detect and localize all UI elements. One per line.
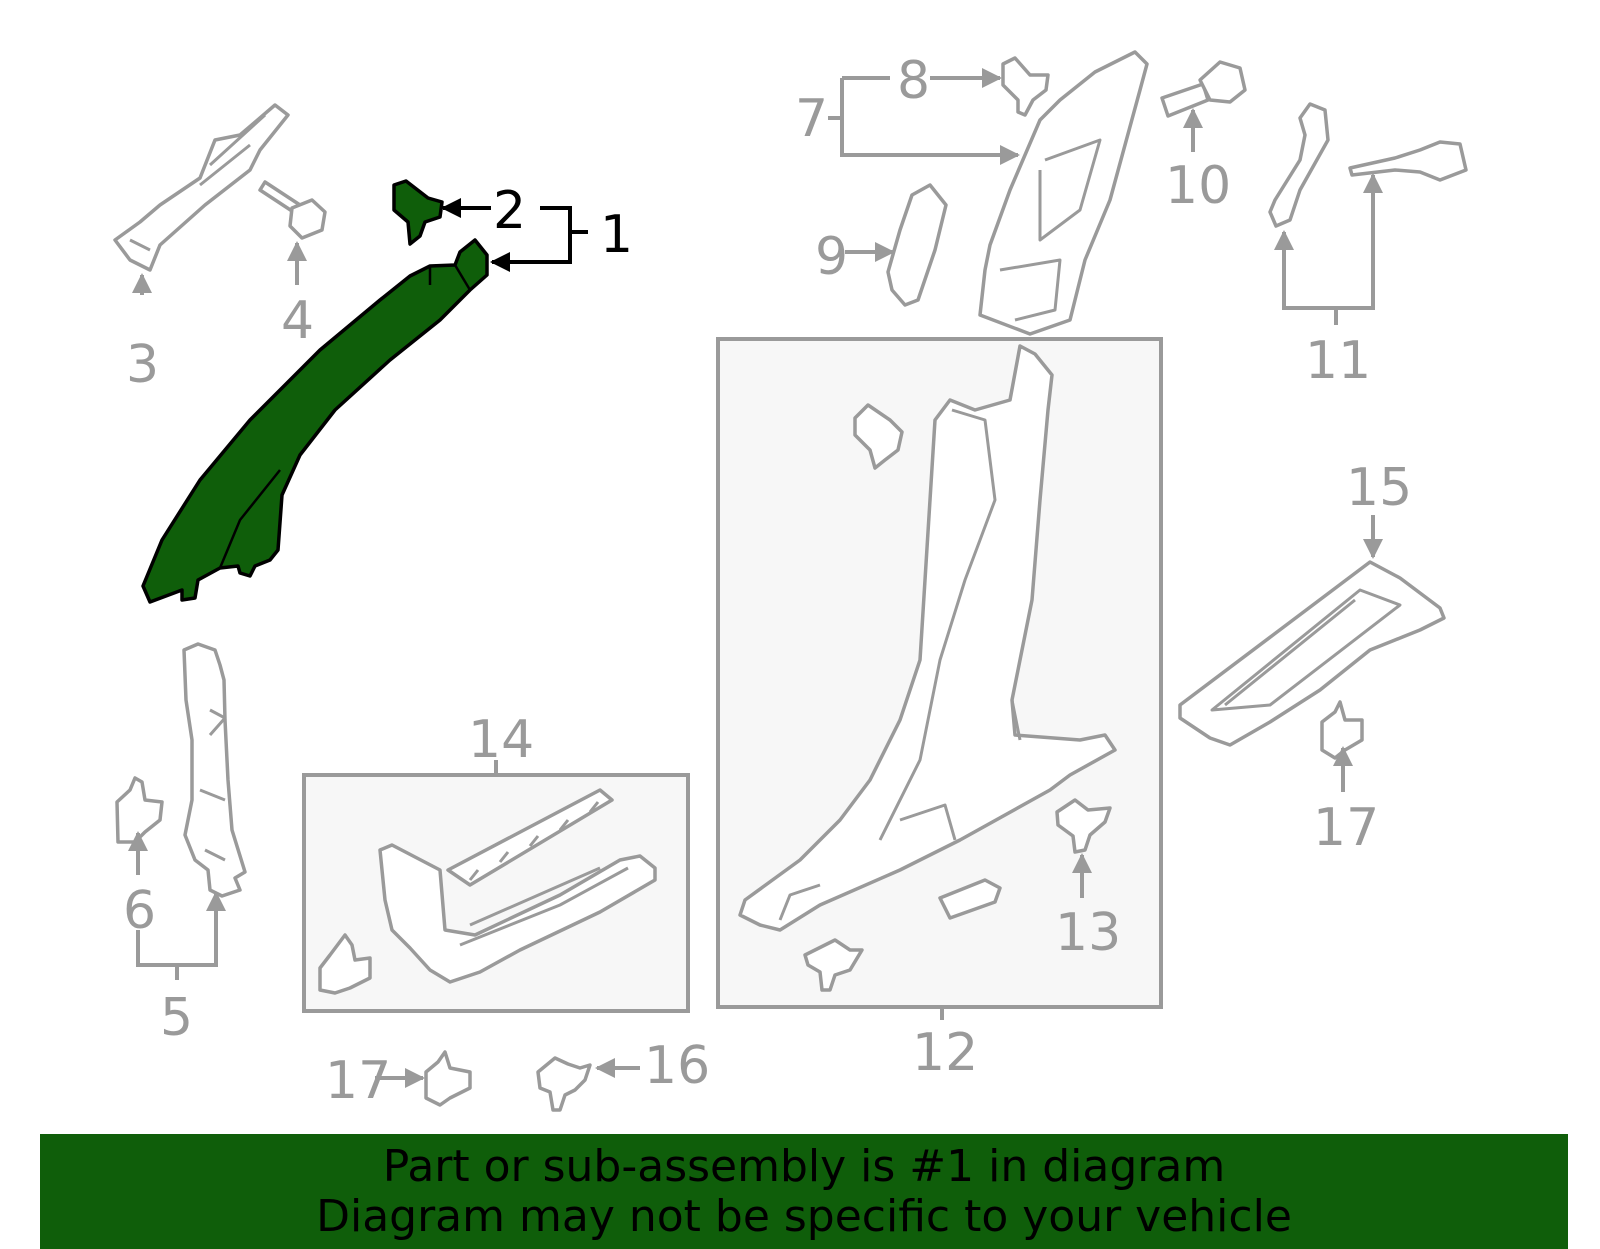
part-17-clip-right bbox=[1320, 700, 1364, 760]
part-4-bolt bbox=[258, 180, 327, 240]
callout-4: 4 bbox=[281, 291, 314, 351]
banner-line-2: Diagram may not be specific to your vehi… bbox=[316, 1190, 1292, 1242]
part-11-handle bbox=[1268, 102, 1468, 228]
part-10-bolt bbox=[1160, 60, 1247, 118]
part-7-trim bbox=[978, 50, 1149, 336]
part-16-clip bbox=[536, 1056, 592, 1112]
callout-3: 3 bbox=[126, 335, 159, 395]
part-5-bracket bbox=[182, 642, 247, 898]
part-15-scuff-plate bbox=[1178, 560, 1446, 747]
info-banner: Part or sub-assembly is #1 in diagram Di… bbox=[40, 1134, 1568, 1249]
part-12-clip-a bbox=[853, 403, 904, 470]
part-17-clip-bottom bbox=[424, 1050, 472, 1107]
part-1-pillar-trim bbox=[141, 238, 489, 604]
part-9-clip bbox=[886, 183, 948, 307]
callout-17-bottom: 17 bbox=[325, 1051, 391, 1111]
callout-15: 15 bbox=[1346, 458, 1412, 518]
callout-16: 16 bbox=[644, 1036, 710, 1096]
callout-11: 11 bbox=[1305, 331, 1371, 391]
part-8-clip bbox=[1001, 56, 1050, 117]
part-13-clip bbox=[1055, 798, 1112, 854]
leader-lines bbox=[128, 68, 1383, 1088]
part-14-sill-trim bbox=[378, 788, 657, 984]
banner-line-1: Part or sub-assembly is #1 in diagram bbox=[382, 1140, 1226, 1192]
callout-9: 9 bbox=[815, 227, 848, 287]
part-12-pad bbox=[938, 878, 1002, 920]
callout-1: 1 bbox=[600, 205, 633, 265]
callout-2: 2 bbox=[493, 181, 526, 241]
callout-6: 6 bbox=[123, 881, 156, 941]
callout-10: 10 bbox=[1165, 156, 1231, 216]
part-14-clip bbox=[318, 933, 372, 995]
callout-7: 7 bbox=[795, 89, 828, 149]
callout-12: 12 bbox=[912, 1023, 978, 1083]
part-12-clip-b bbox=[803, 938, 864, 992]
callout-13: 13 bbox=[1055, 903, 1121, 963]
callout-5: 5 bbox=[160, 988, 193, 1048]
part-3-bracket bbox=[113, 103, 290, 272]
callout-17-right: 17 bbox=[1313, 798, 1379, 858]
callout-14: 14 bbox=[468, 710, 534, 770]
part-12-pillar-trim bbox=[738, 344, 1117, 932]
part-2-clip bbox=[392, 179, 444, 246]
part-6-clip bbox=[115, 776, 164, 844]
callout-8: 8 bbox=[897, 51, 930, 111]
